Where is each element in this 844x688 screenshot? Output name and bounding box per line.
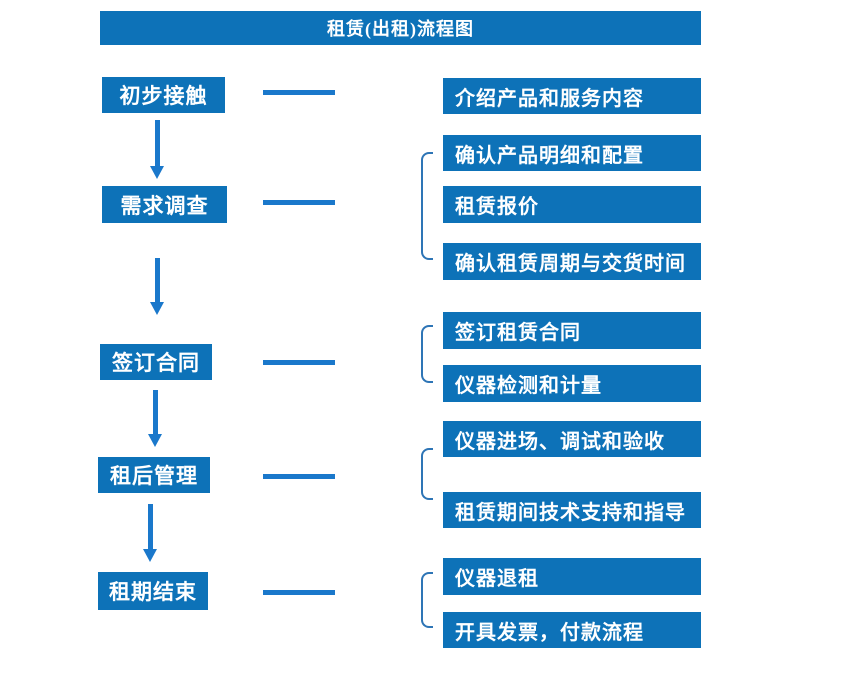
step-label: 租后管理 (110, 464, 198, 488)
right-arrow-icon (263, 354, 353, 370)
down-arrow-icon (150, 258, 165, 315)
detail-box: 租赁报价 (443, 186, 701, 223)
detail-label: 租赁报价 (455, 196, 539, 218)
detail-box: 仪器退租 (443, 558, 701, 595)
step-label: 需求调查 (120, 193, 209, 218)
detail-label: 仪器检测和计量 (455, 375, 602, 397)
diagram-title: 租赁(出租)流程图 (327, 19, 474, 39)
detail-box: 租赁期间技术支持和指导 (443, 492, 701, 528)
step-label: 租期结束 (109, 580, 197, 604)
right-arrow-icon (263, 84, 353, 100)
detail-label: 开具发票，付款流程 (455, 621, 644, 644)
step-label: 初步接触 (119, 84, 208, 108)
detail-label: 介绍产品和服务内容 (455, 87, 644, 110)
detail-box: 签订租赁合同 (443, 312, 701, 349)
right-arrow-icon (263, 194, 353, 210)
step-box-post-rental-management: 租后管理 (98, 457, 210, 493)
bracket-connector (421, 325, 433, 383)
right-arrow-icon (263, 468, 353, 484)
right-arrow-icon (263, 584, 353, 600)
bracket-connector (421, 152, 433, 260)
detail-box: 确认租赁周期与交货时间 (443, 243, 701, 280)
bracket-connector (421, 448, 433, 500)
detail-box: 确认产品明细和配置 (443, 135, 701, 171)
bracket-connector (421, 572, 433, 628)
detail-label: 仪器退租 (455, 568, 539, 590)
detail-label: 仪器进场、调试和验收 (455, 430, 665, 453)
diagram-title-bar: 租赁(出租)流程图 (100, 11, 701, 45)
step-box-demand-survey: 需求调查 (102, 186, 227, 223)
detail-label: 签订租赁合同 (455, 322, 581, 344)
detail-box: 介绍产品和服务内容 (443, 78, 701, 114)
detail-box: 仪器检测和计量 (443, 365, 701, 402)
detail-label: 租赁期间技术支持和指导 (455, 501, 686, 524)
detail-label: 确认租赁周期与交货时间 (455, 253, 686, 275)
detail-box: 开具发票，付款流程 (443, 612, 701, 648)
detail-label: 确认产品明细和配置 (455, 144, 644, 167)
detail-box: 仪器进场、调试和验收 (443, 421, 701, 457)
down-arrow-icon (143, 504, 158, 562)
down-arrow-icon (150, 120, 165, 179)
step-box-initial-contact: 初步接触 (102, 77, 225, 113)
step-box-rental-end: 租期结束 (98, 572, 208, 610)
down-arrow-icon (148, 390, 163, 447)
step-label: 签订合同 (112, 351, 200, 375)
step-box-sign-contract: 签订合同 (100, 344, 212, 380)
